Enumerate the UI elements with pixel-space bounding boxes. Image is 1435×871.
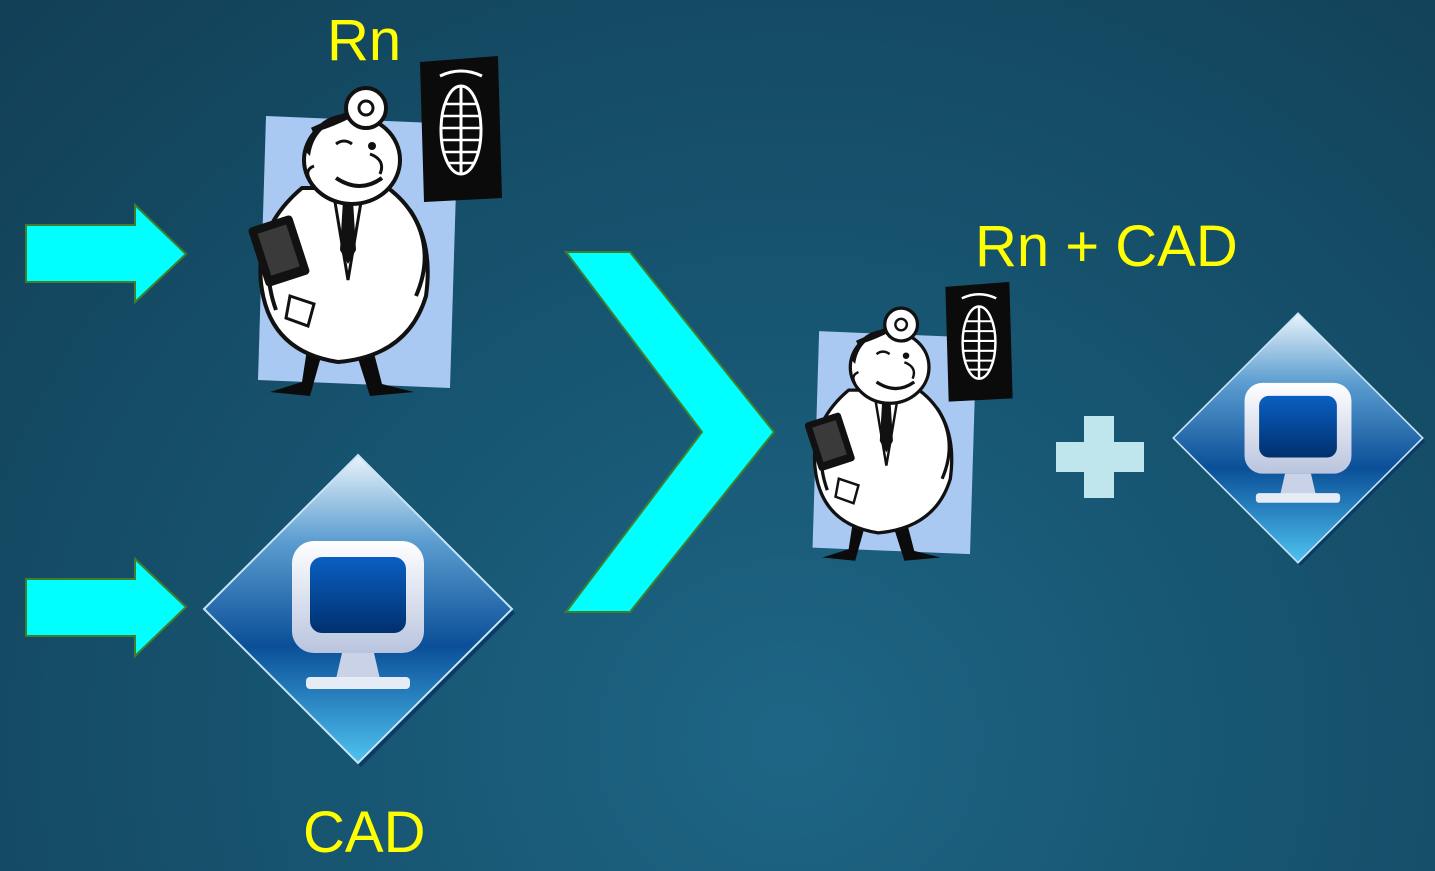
plus-icon — [1056, 416, 1144, 498]
arrow-to-rn — [25, 202, 188, 305]
rn-plus-cad-label: Rn + CAD — [975, 214, 1238, 279]
radiologist-icon-small — [804, 282, 1013, 561]
combine-chevron — [563, 251, 776, 613]
cad-icon-small — [1172, 312, 1426, 567]
rn-label: Rn — [327, 8, 402, 73]
cad-label: CAD — [303, 800, 426, 865]
radiologist-icon-large — [248, 56, 502, 396]
cad-icon-large — [203, 454, 516, 768]
arrow-to-cad — [25, 556, 188, 659]
